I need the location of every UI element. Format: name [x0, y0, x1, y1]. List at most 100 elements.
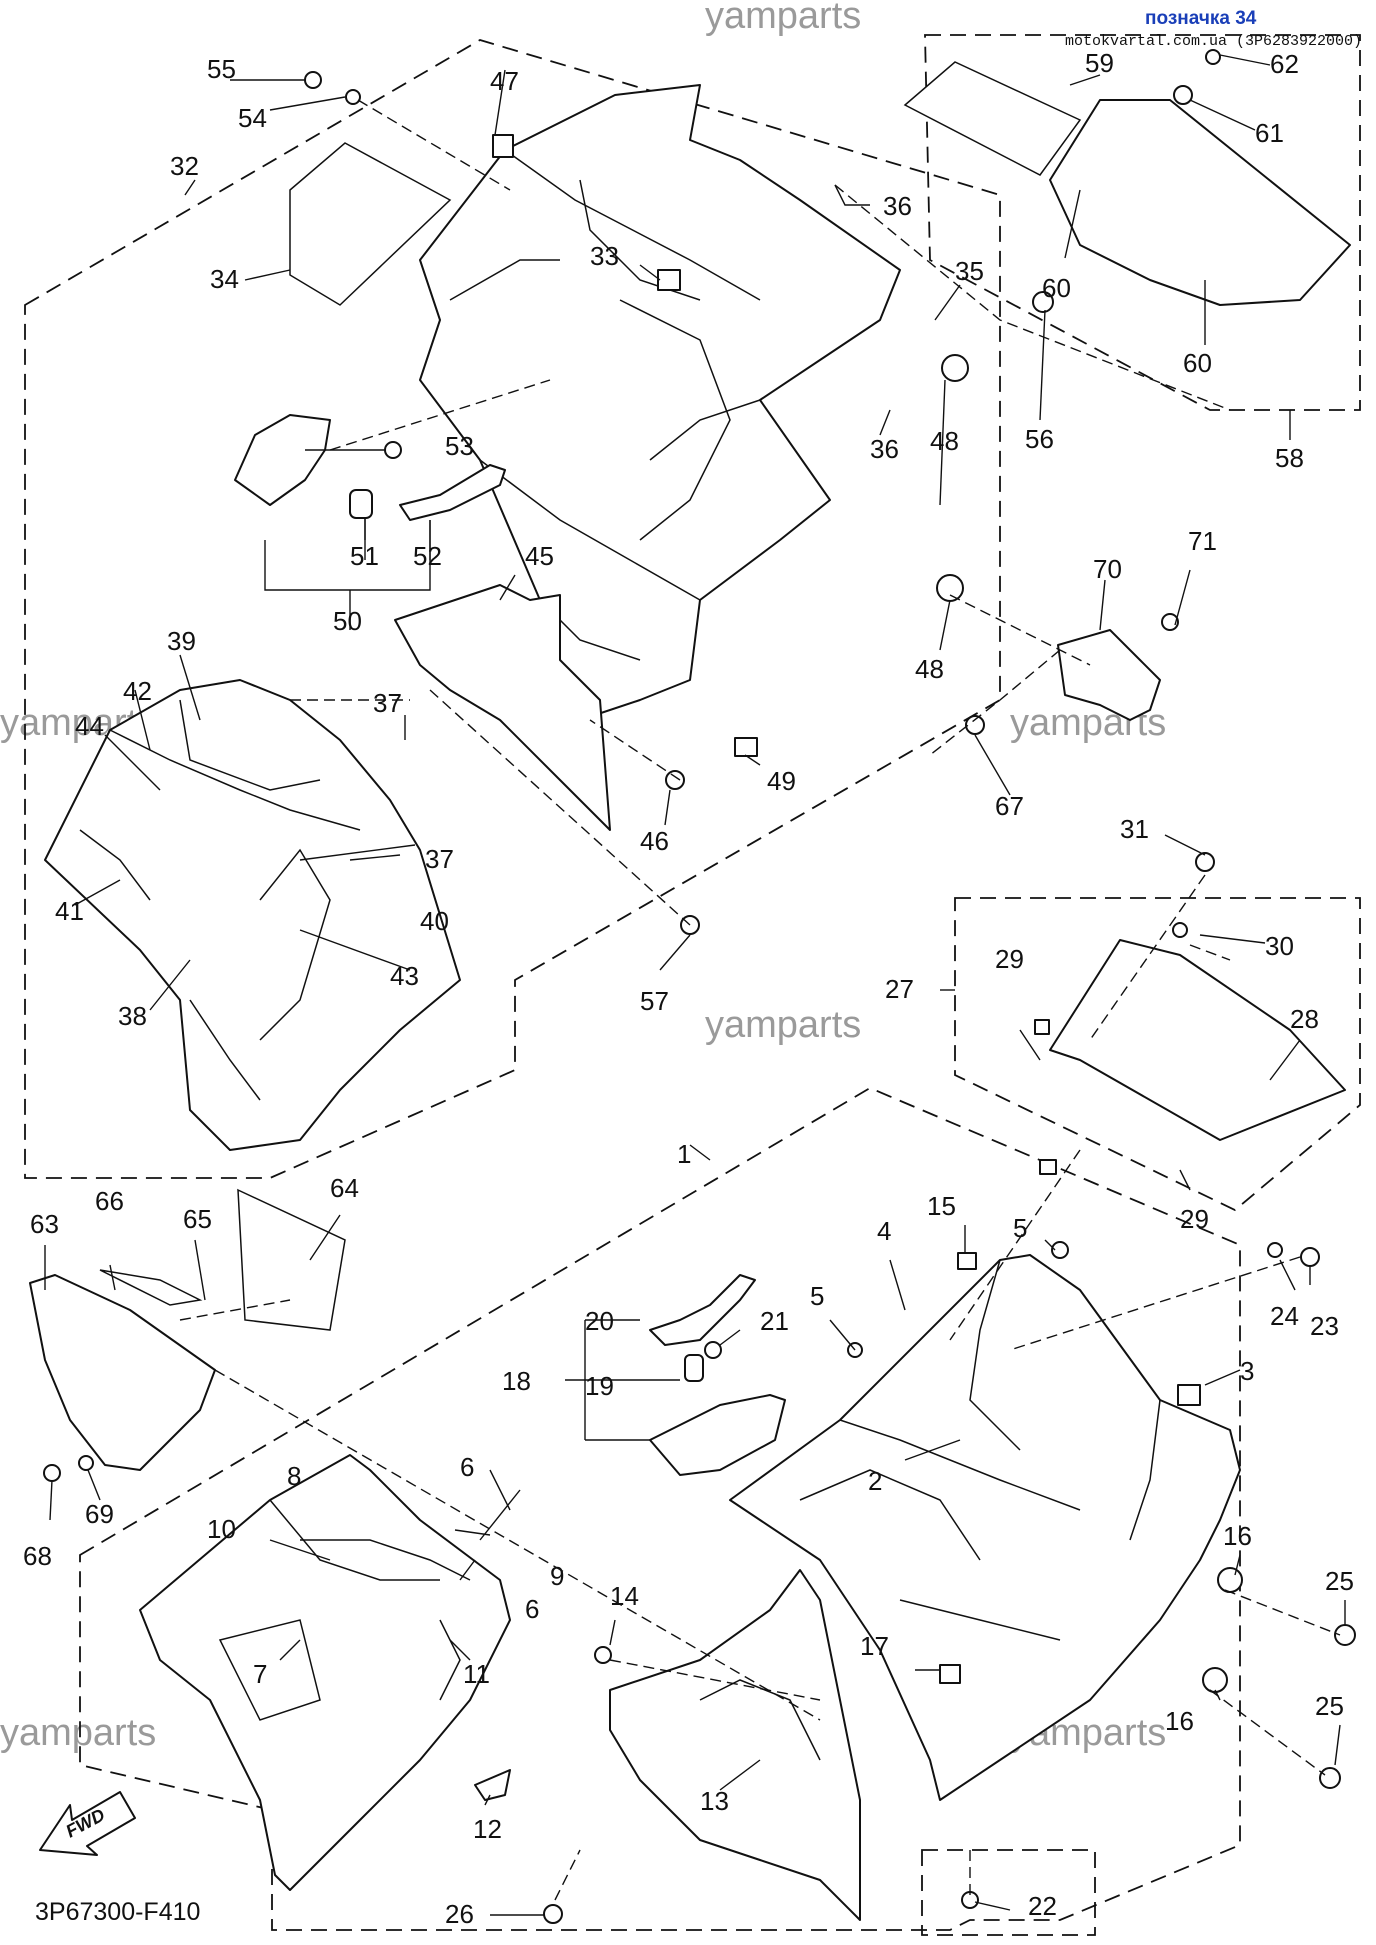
fwd-arrow-icon — [39, 1791, 136, 1856]
callout-46: 46 — [640, 826, 669, 856]
callout-48-lower: 48 — [915, 654, 944, 684]
part-17-clip — [939, 1664, 961, 1684]
part-25-bolt-lower — [1319, 1767, 1341, 1789]
callout-51: 51 — [350, 541, 379, 571]
callout-30: 30 — [1265, 931, 1294, 961]
part-59-sheet — [903, 61, 1082, 176]
part-5-rivet-right — [1051, 1241, 1069, 1259]
callout-6-lower: 6 — [525, 1594, 539, 1624]
part-50-turn-signal — [234, 414, 331, 506]
callout-leaders — [44, 54, 1346, 1916]
assembly-leaders — [179, 99, 1341, 1901]
part-33-clip — [657, 269, 681, 291]
callout-61: 61 — [1255, 118, 1284, 148]
callout-67: 67 — [995, 791, 1024, 821]
callout-45: 45 — [525, 541, 554, 571]
part-49-clip — [734, 737, 758, 757]
callout-1: 1 — [677, 1139, 691, 1169]
callout-32: 32 — [170, 151, 199, 181]
callout-66: 66 — [95, 1186, 124, 1216]
callout-60-left: 60 — [1042, 273, 1071, 303]
part-67-bolt — [965, 715, 985, 735]
part-26-rivet — [543, 1904, 563, 1924]
lower-fairing-2 — [729, 1254, 1241, 1801]
callout-18: 18 — [502, 1366, 531, 1396]
callout-8: 8 — [287, 1461, 301, 1491]
callout-36-upper: 36 — [883, 191, 912, 221]
callout-29-upper: 29 — [995, 944, 1024, 974]
part-53-screw — [384, 441, 402, 459]
group-outline-58 — [924, 34, 1361, 411]
callout-25-upper: 25 — [1325, 1566, 1354, 1596]
callout-48-upper: 48 — [930, 426, 959, 456]
callout-40: 40 — [420, 906, 449, 936]
watermark-top: yamparts — [705, 0, 861, 37]
callout-21: 21 — [760, 1306, 789, 1336]
callout-44: 44 — [75, 711, 104, 741]
part-30-grommet — [1172, 922, 1188, 938]
part-3-clip — [1177, 1384, 1201, 1406]
callout-16-upper: 16 — [1223, 1521, 1252, 1551]
callout-14: 14 — [610, 1581, 639, 1611]
header-title: позначка 34 — [1145, 8, 1257, 29]
callout-68: 68 — [23, 1541, 52, 1571]
callout-31: 31 — [1120, 814, 1149, 844]
callout-17: 17 — [860, 1631, 889, 1661]
part-52-socket — [399, 464, 506, 521]
callout-15: 15 — [927, 1191, 956, 1221]
part-18-turn-signal — [649, 1394, 786, 1476]
callout-23: 23 — [1310, 1311, 1339, 1341]
watermark-left-lower: yamparts — [0, 1712, 156, 1754]
part-31-screw — [1195, 852, 1215, 872]
upper-fairing-32 — [419, 84, 901, 721]
callout-35: 35 — [955, 256, 984, 286]
part-12-clip — [474, 1769, 511, 1801]
callout-5-left: 5 — [810, 1281, 824, 1311]
callout-12: 12 — [473, 1814, 502, 1844]
part-48-grommet-lower — [936, 574, 964, 602]
part-64-sheet — [237, 1188, 346, 1331]
group-outline-1 — [79, 1086, 1241, 1931]
callout-3: 3 — [1240, 1356, 1254, 1386]
callout-6-upper: 6 — [460, 1452, 474, 1482]
callout-24: 24 — [1270, 1301, 1299, 1331]
group-outline-27 — [954, 897, 1361, 1212]
callout-60-right: 60 — [1183, 348, 1212, 378]
callout-64: 64 — [330, 1173, 359, 1203]
callout-57: 57 — [640, 986, 669, 1016]
callout-16-lower: 16 — [1165, 1706, 1194, 1736]
callout-4: 4 — [877, 1216, 891, 1246]
callout-25-lower: 25 — [1315, 1691, 1344, 1721]
callout-71: 71 — [1188, 526, 1217, 556]
part-69-washer — [78, 1455, 94, 1471]
callout-47: 47 — [490, 66, 519, 96]
part-13-panel — [609, 1569, 861, 1921]
callout-62: 62 — [1270, 49, 1299, 79]
part-56-bolt — [1032, 291, 1054, 313]
part-46-bolt — [665, 770, 685, 790]
part-47-clip — [492, 134, 514, 158]
callout-5-right: 5 — [1013, 1213, 1027, 1243]
part-21-screw — [704, 1341, 722, 1359]
callout-26: 26 — [445, 1899, 474, 1929]
callout-7: 7 — [253, 1659, 267, 1689]
fwd-arrow: FWD — [39, 1791, 136, 1856]
header-site: motokvartal.com.ua (3P6283922000) — [1065, 33, 1362, 50]
part-16-grommet-lower — [1202, 1667, 1228, 1693]
part-62-screw — [1205, 49, 1221, 65]
callout-63: 63 — [30, 1209, 59, 1239]
part-15-clip — [957, 1252, 977, 1270]
part-20-socket — [649, 1274, 756, 1346]
part-70-bracket — [1057, 629, 1161, 721]
callout-36-lower: 36 — [870, 434, 899, 464]
part-29-tab — [1039, 1159, 1057, 1175]
part-68-screw — [43, 1464, 61, 1482]
part-66-strip — [99, 1269, 203, 1306]
inner-panel-38 — [44, 679, 461, 1151]
group-outline-22 — [921, 1849, 1096, 1936]
part-61-grommet — [1173, 85, 1193, 105]
callout-27: 27 — [885, 974, 914, 1004]
callout-labels: 1 2 3 4 5 5 6 6 7 8 9 10 11 12 13 14 15 … — [23, 48, 1354, 1929]
